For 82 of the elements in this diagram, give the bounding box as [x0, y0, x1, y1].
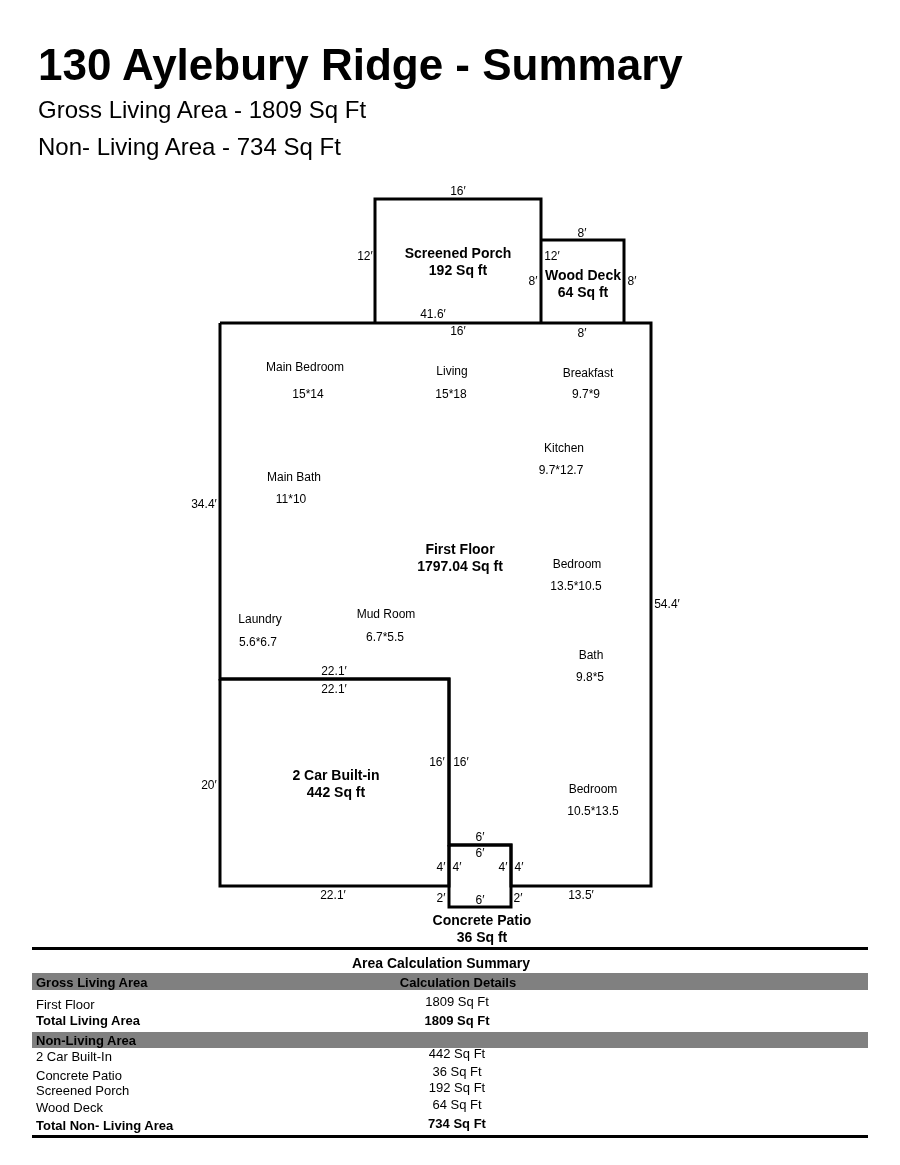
table-cell: 64 Sq Ft: [432, 1096, 482, 1112]
room-size: 5.6*6.7: [239, 635, 277, 649]
area-name: 2 Car Built-in: [292, 767, 380, 783]
dimension-label: 6′: [475, 830, 485, 844]
dimension-label: 41.6′: [420, 307, 446, 321]
dimension-label: 22.1′: [321, 664, 347, 678]
table-cell: Concrete Patio: [36, 1067, 122, 1083]
room-size: 9.7*12.7: [538, 463, 584, 477]
porch-area: [375, 199, 541, 323]
table-header: Non-Living Area: [36, 1032, 136, 1048]
dimension-label: 16′: [450, 184, 466, 198]
dimension-label: 4′: [514, 860, 524, 874]
dimension-label: 8′: [528, 274, 538, 288]
subtitle: Gross Living Area - 1809 Sq Ft: [38, 96, 367, 124]
floor-area: [220, 323, 651, 886]
dimension-label: 20′: [201, 778, 217, 792]
dimension-label: 2′: [436, 891, 446, 905]
table-cell: 192 Sq Ft: [428, 1079, 486, 1095]
table-cell: 36 Sq Ft: [432, 1063, 482, 1079]
dimension-label: 8′: [577, 326, 587, 340]
table-header: Calculation Details: [399, 974, 517, 990]
room-size: 9.8*5: [576, 670, 604, 684]
deck-area: [541, 240, 624, 323]
dimension-label: 2′: [513, 891, 523, 905]
table-cell: Total Living Area: [36, 1012, 140, 1028]
dimension-label: 4′: [452, 860, 462, 874]
room-size: 15*14: [292, 387, 324, 401]
dimension-label: 4′: [498, 860, 508, 874]
dimension-label: 12′: [357, 249, 373, 263]
dimension-label: 13.5′: [568, 888, 594, 902]
dimension-label: 22.1′: [321, 682, 347, 696]
table-cell: 1809 Sq Ft: [424, 1012, 490, 1028]
table-title: Area Calculation Summary: [351, 955, 531, 971]
room-size: 10.5*13.5: [567, 804, 619, 818]
room-label: Main Bedroom: [266, 360, 344, 374]
room-label: Bedroom: [552, 557, 602, 571]
area-name: First Floor: [425, 541, 495, 557]
table-header: Gross Living Area: [36, 974, 148, 990]
area-name: Concrete Patio: [432, 912, 532, 928]
table-cell: 734 Sq Ft: [428, 1115, 486, 1131]
table-cell: First Floor: [36, 996, 95, 1012]
table-cell: Total Non- Living Area: [36, 1117, 174, 1133]
dimension-label: 16′: [429, 755, 445, 769]
room-label: Living: [436, 364, 468, 378]
dimension-label: 16′: [453, 755, 469, 769]
subtitle: Non- Living Area - 734 Sq Ft: [38, 133, 341, 161]
dimension-label: 12′: [544, 249, 560, 263]
area-size: 442 Sq ft: [306, 784, 366, 800]
dimension-label: 54.4′: [654, 597, 680, 611]
room-label: Mud Room: [356, 607, 416, 621]
dimension-label: 8′: [627, 274, 637, 288]
table-cell: Screened Porch: [36, 1082, 130, 1098]
page-title: 130 Aylebury Ridge - Summary: [38, 40, 683, 90]
table-cell: 1809 Sq Ft: [425, 993, 489, 1009]
room-size: 6.7*5.5: [366, 630, 404, 644]
room-size: 13.5*10.5: [550, 579, 602, 593]
room-label: Breakfast: [562, 366, 614, 380]
dimension-label: 16′: [450, 324, 466, 338]
area-name: Wood Deck: [545, 267, 621, 283]
room-size: 9.7*9: [572, 387, 600, 401]
dimension-label: 4′: [436, 860, 446, 874]
dimension-label: 6′: [475, 846, 485, 860]
area-size: 192 Sq ft: [428, 262, 488, 278]
table-cell: 2 Car Built-In: [36, 1048, 112, 1064]
area-size: 64 Sq ft: [557, 284, 609, 300]
table-cell: Wood Deck: [36, 1099, 103, 1115]
dimension-label: 6′: [475, 893, 485, 907]
room-size: 11*10: [275, 492, 307, 506]
room-label: Laundry: [238, 612, 282, 626]
dimension-label: 22.1′: [320, 888, 346, 902]
table-cell: 442 Sq Ft: [428, 1045, 486, 1061]
dimension-label: 8′: [577, 226, 587, 240]
room-label: Bedroom: [568, 782, 618, 796]
area-size: 36 Sq ft: [456, 929, 508, 945]
room-label: Main Bath: [267, 470, 321, 484]
dimension-label: 34.4′: [191, 497, 217, 511]
room-size: 15*18: [435, 387, 467, 401]
room-label: Kitchen: [544, 441, 584, 455]
area-size: 1797.04 Sq ft: [417, 558, 503, 574]
garage-area: [220, 679, 449, 886]
area-name: Screened Porch: [404, 245, 512, 261]
room-label: Bath: [578, 648, 604, 662]
